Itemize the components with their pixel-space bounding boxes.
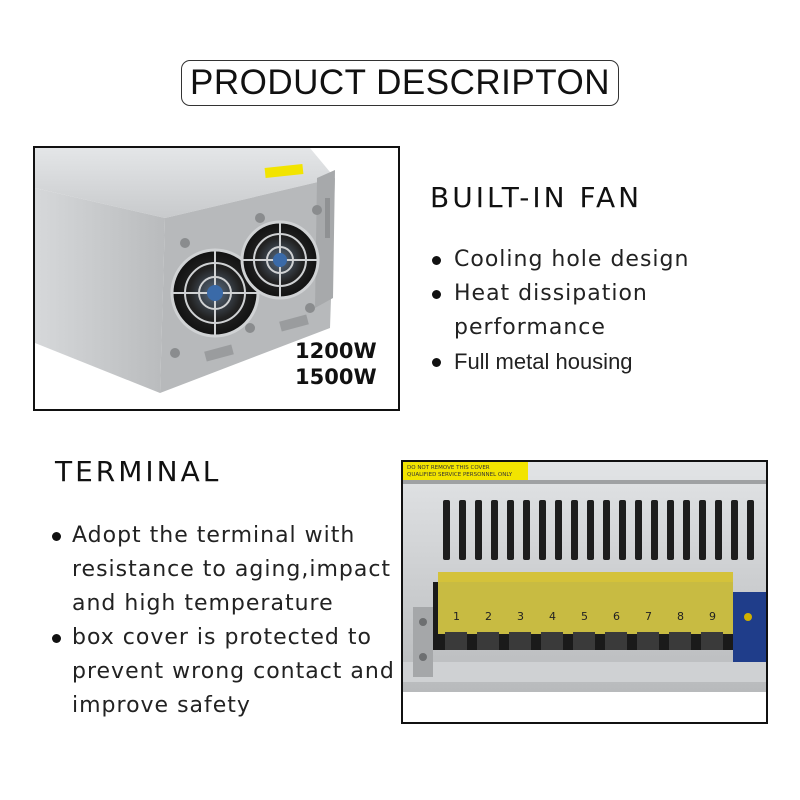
terminal-number: 8 <box>677 610 684 623</box>
list-item: Heat dissipation performance <box>430 277 694 345</box>
terminal-number: 1 <box>453 610 460 623</box>
page-title: PRODUCT DESCRIPTON <box>190 63 610 102</box>
bullet-icon <box>52 634 61 643</box>
fan-product-photo <box>33 146 400 411</box>
bullet-icon <box>432 358 441 367</box>
fan-section-heading: BUILT-IN FAN <box>430 181 643 214</box>
terminal-number: 7 <box>645 610 652 623</box>
bullet-icon <box>432 256 441 265</box>
title-box: PRODUCT DESCRIPTON <box>181 60 619 106</box>
list-item: box cover is protected to prevent wrong … <box>50 621 400 723</box>
terminal-number: 5 <box>581 610 588 623</box>
terminal-number: 6 <box>613 610 620 623</box>
terminal-number: 3 <box>517 610 524 623</box>
bullet-icon <box>52 532 61 541</box>
list-item: Cooling hole design <box>430 243 694 277</box>
terminal-product-photo: DO NOT REMOVE THIS COVER QUALIFIED SERVI… <box>401 460 768 724</box>
fan-feature-list: Cooling hole design Heat dissipation per… <box>430 243 694 380</box>
list-item: Full metal housing <box>430 345 694 380</box>
terminal-number: 4 <box>549 610 556 623</box>
terminal-number: 9 <box>709 610 716 623</box>
terminal-number: 2 <box>485 610 492 623</box>
wattage-labels: 1200W 1500W <box>295 338 377 390</box>
terminal-feature-list: Adopt the terminal with resistance to ag… <box>50 519 400 723</box>
wattage-1200: 1200W <box>295 339 377 363</box>
bullet-icon <box>432 290 441 299</box>
list-item: Adopt the terminal with resistance to ag… <box>50 519 400 621</box>
cover-warning-line-2: QUALIFIED SERVICE PERSONNEL ONLY <box>407 472 513 478</box>
terminal-section-heading: TERMINAL <box>55 455 222 488</box>
wattage-1500: 1500W <box>295 365 377 389</box>
cover-warning-line-1: DO NOT REMOVE THIS COVER <box>407 465 490 471</box>
